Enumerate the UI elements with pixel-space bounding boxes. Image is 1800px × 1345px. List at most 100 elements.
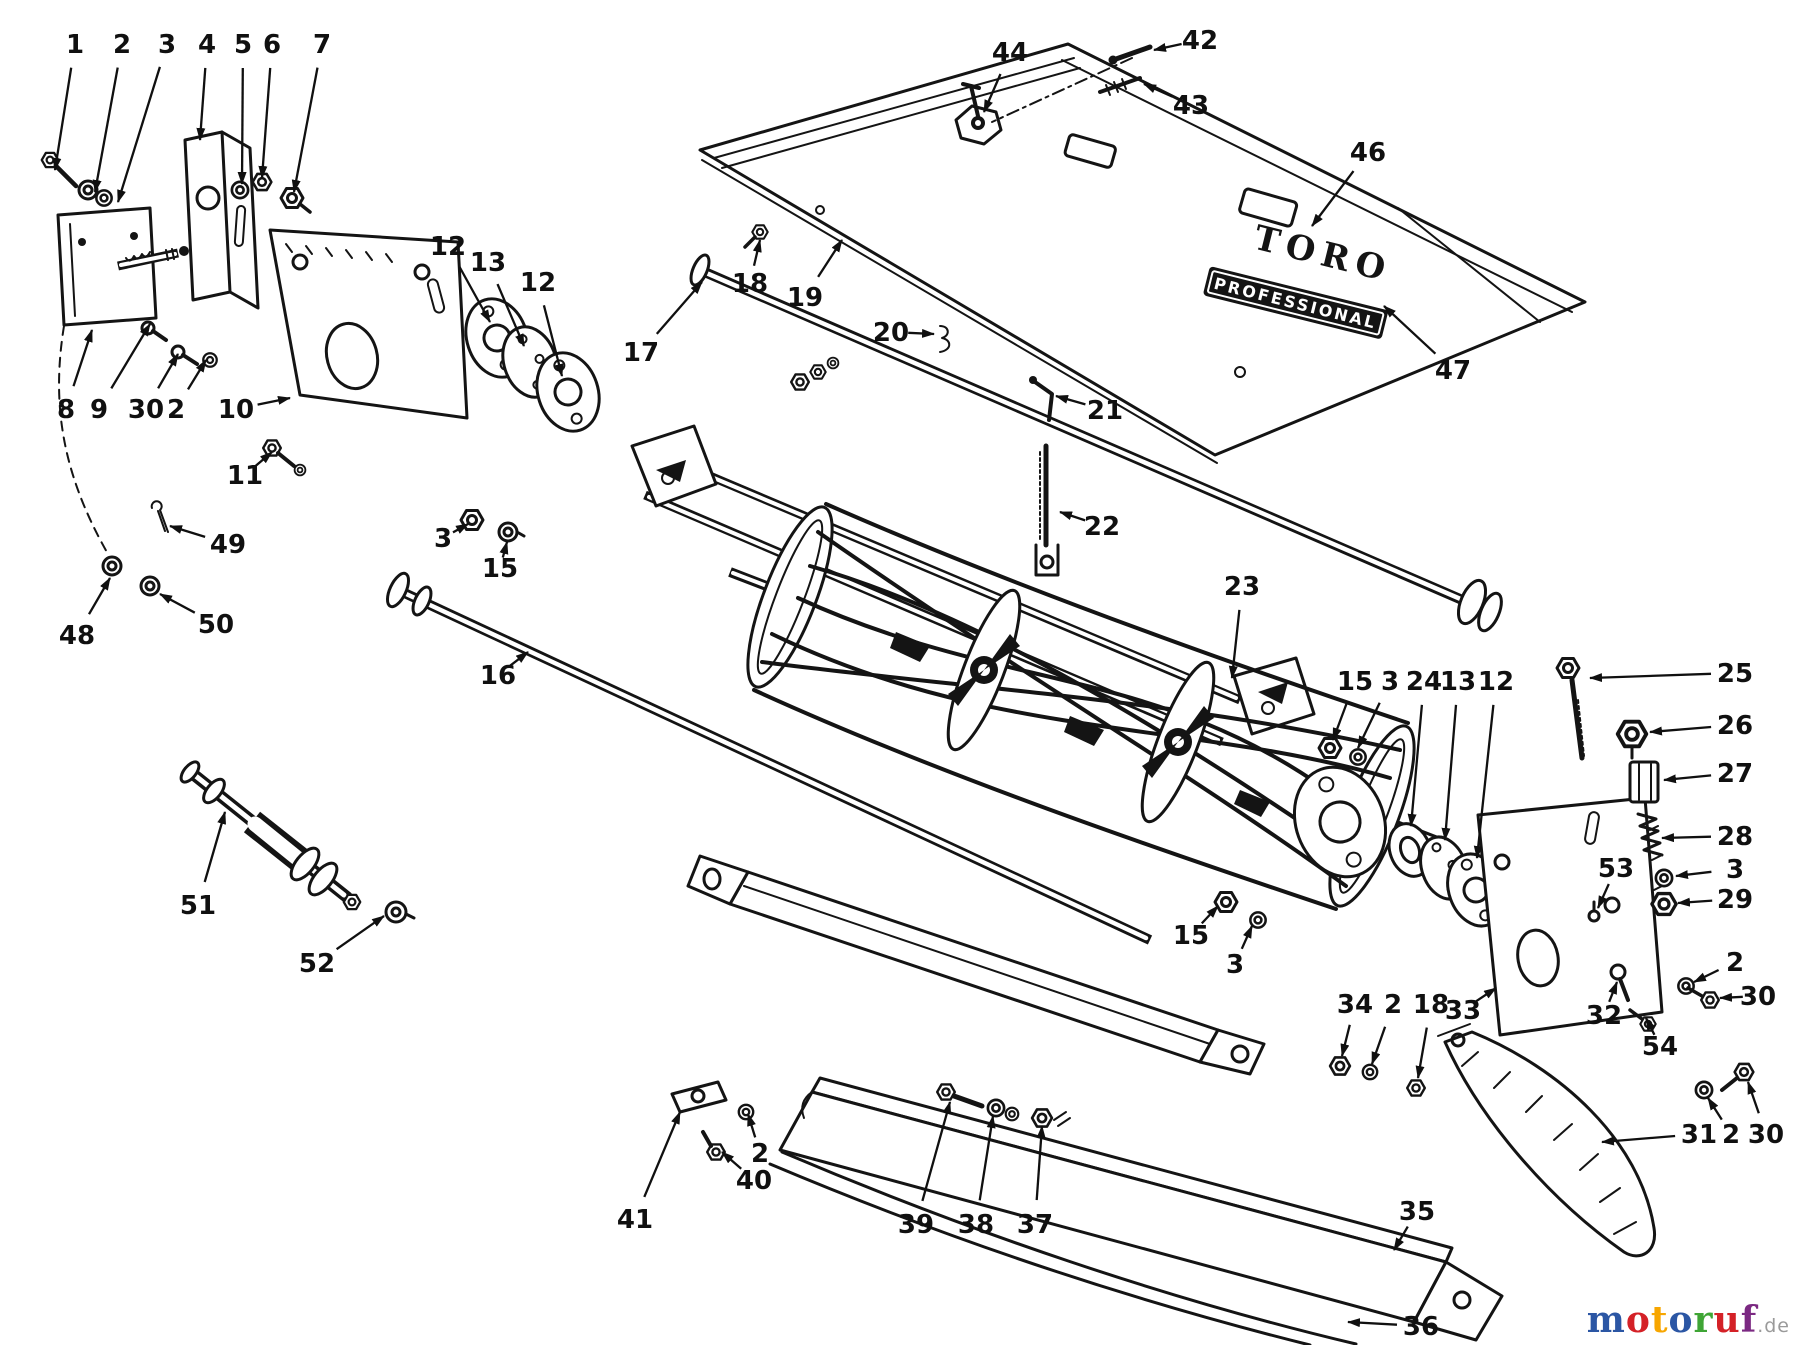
part-number-53: 53 bbox=[1598, 854, 1634, 884]
leader-line-6 bbox=[258, 67, 272, 179]
part-number-29: 29 bbox=[1717, 885, 1753, 915]
leader-line-38 bbox=[978, 1115, 996, 1201]
reel-frame-part bbox=[630, 424, 1316, 747]
part-number-19: 19 bbox=[787, 283, 823, 313]
bent-rod bbox=[1033, 380, 1054, 422]
watermark-logo[interactable]: motoruf.de bbox=[1587, 1299, 1790, 1341]
watermark-letter: m bbox=[1586, 1299, 1626, 1341]
watermark-letter: o bbox=[1668, 1299, 1694, 1341]
leader-line-43 bbox=[1143, 82, 1173, 98]
leader-line-53 bbox=[1596, 883, 1610, 909]
leader-line-2 bbox=[746, 1113, 757, 1138]
leader-line-23 bbox=[1228, 609, 1241, 679]
part-number-30: 30 bbox=[1740, 982, 1776, 1012]
leader-line-51 bbox=[203, 811, 227, 883]
leader-line-37 bbox=[1035, 1125, 1046, 1201]
leader-line-33 bbox=[1475, 987, 1497, 1003]
part-number-22: 22 bbox=[1084, 512, 1120, 542]
leader-line-2 bbox=[1370, 1026, 1387, 1065]
part-number-18: 18 bbox=[732, 269, 768, 299]
part-number-35: 35 bbox=[1399, 1197, 1435, 1227]
part-number-3: 3 bbox=[1726, 855, 1744, 885]
cotter-pin bbox=[150, 500, 169, 533]
leader-line-42 bbox=[1153, 42, 1182, 52]
part-number-2: 2 bbox=[167, 395, 185, 425]
leader-line-24 bbox=[1407, 704, 1424, 827]
part-number-3: 3 bbox=[434, 524, 452, 554]
part-number-18: 18 bbox=[1413, 990, 1449, 1020]
leader-line-3 bbox=[116, 66, 161, 203]
leader-line-18 bbox=[752, 239, 762, 267]
leader-line-15 bbox=[499, 541, 509, 558]
leader-line-48 bbox=[88, 577, 111, 615]
part-number-15: 15 bbox=[482, 554, 518, 584]
part-number-13: 13 bbox=[470, 248, 506, 278]
leader-line-12 bbox=[1473, 704, 1495, 859]
leader-line-5 bbox=[237, 67, 247, 185]
leader-line-8 bbox=[72, 329, 94, 387]
leader-line-3 bbox=[1356, 702, 1381, 749]
part-number-39: 39 bbox=[898, 1210, 934, 1240]
part-number-25: 25 bbox=[1717, 659, 1753, 689]
leader-line-10 bbox=[257, 395, 291, 406]
leader-line-3 bbox=[1240, 925, 1254, 950]
part-number-36: 36 bbox=[1403, 1312, 1439, 1342]
leader-line-32 bbox=[1608, 981, 1619, 1003]
bottom-hardware bbox=[670, 224, 1427, 1161]
leader-line-21 bbox=[1055, 394, 1086, 406]
leader-line-2 bbox=[1693, 968, 1720, 984]
part-number-32: 32 bbox=[1586, 1001, 1622, 1031]
part-number-47: 47 bbox=[1435, 356, 1471, 386]
part-number-13: 13 bbox=[1440, 667, 1476, 697]
part-number-24: 24 bbox=[1406, 667, 1442, 697]
leader-line-44 bbox=[982, 73, 1002, 113]
part-number-5: 5 bbox=[234, 30, 252, 60]
leader-line-12 bbox=[542, 305, 564, 377]
watermark-letter: t bbox=[1650, 1299, 1669, 1341]
part-number-2: 2 bbox=[113, 30, 131, 60]
part-number-26: 26 bbox=[1717, 711, 1753, 741]
part-number-2: 2 bbox=[1726, 948, 1744, 978]
part-number-51: 51 bbox=[180, 891, 216, 921]
part-number-34: 34 bbox=[1337, 990, 1373, 1020]
watermark-suffix: .de bbox=[1757, 1315, 1790, 1337]
leader-line-41 bbox=[643, 1111, 682, 1198]
hairpin-clip bbox=[939, 325, 951, 353]
part-number-2: 2 bbox=[1384, 990, 1402, 1020]
side-plate-left bbox=[268, 228, 469, 420]
deflector-pan-part bbox=[768, 1076, 1504, 1345]
leader-line-12 bbox=[458, 266, 492, 323]
leader-line-3 bbox=[452, 522, 469, 534]
part-number-31: 31 bbox=[1681, 1120, 1717, 1150]
part-number-6: 6 bbox=[263, 30, 281, 60]
part-number-11: 11 bbox=[227, 461, 263, 491]
leader-line-27 bbox=[1663, 774, 1712, 784]
part-number-3: 3 bbox=[158, 30, 176, 60]
leader-line-4 bbox=[196, 67, 207, 141]
part-number-16: 16 bbox=[480, 661, 516, 691]
part-number-46: 46 bbox=[1350, 138, 1386, 168]
side-plate-right bbox=[1476, 796, 1664, 1037]
leader-line-52 bbox=[335, 915, 385, 951]
leader-line-54 bbox=[1644, 1017, 1656, 1036]
part-number-12: 12 bbox=[1478, 667, 1514, 697]
leader-line-18 bbox=[1415, 1027, 1428, 1079]
part-number-3: 3 bbox=[1226, 950, 1244, 980]
part-number-37: 37 bbox=[1017, 1210, 1053, 1240]
drive-cover-part: TORO PROFESSIONAL bbox=[698, 42, 1587, 464]
leader-line-30 bbox=[1719, 992, 1743, 1002]
part-number-49: 49 bbox=[210, 530, 246, 560]
part-number-15: 15 bbox=[1173, 921, 1209, 951]
part-number-2: 2 bbox=[751, 1139, 769, 1169]
leader-line-36 bbox=[1347, 1318, 1398, 1328]
left-mount-assembly bbox=[40, 130, 312, 597]
bushing bbox=[384, 900, 408, 924]
watermark-letter: r bbox=[1693, 1299, 1714, 1341]
part-number-54: 54 bbox=[1642, 1032, 1678, 1062]
part-number-40: 40 bbox=[736, 1166, 772, 1196]
part-number-4: 4 bbox=[198, 30, 216, 60]
leader-line-34 bbox=[1340, 1024, 1351, 1057]
part-number-1: 1 bbox=[66, 30, 84, 60]
